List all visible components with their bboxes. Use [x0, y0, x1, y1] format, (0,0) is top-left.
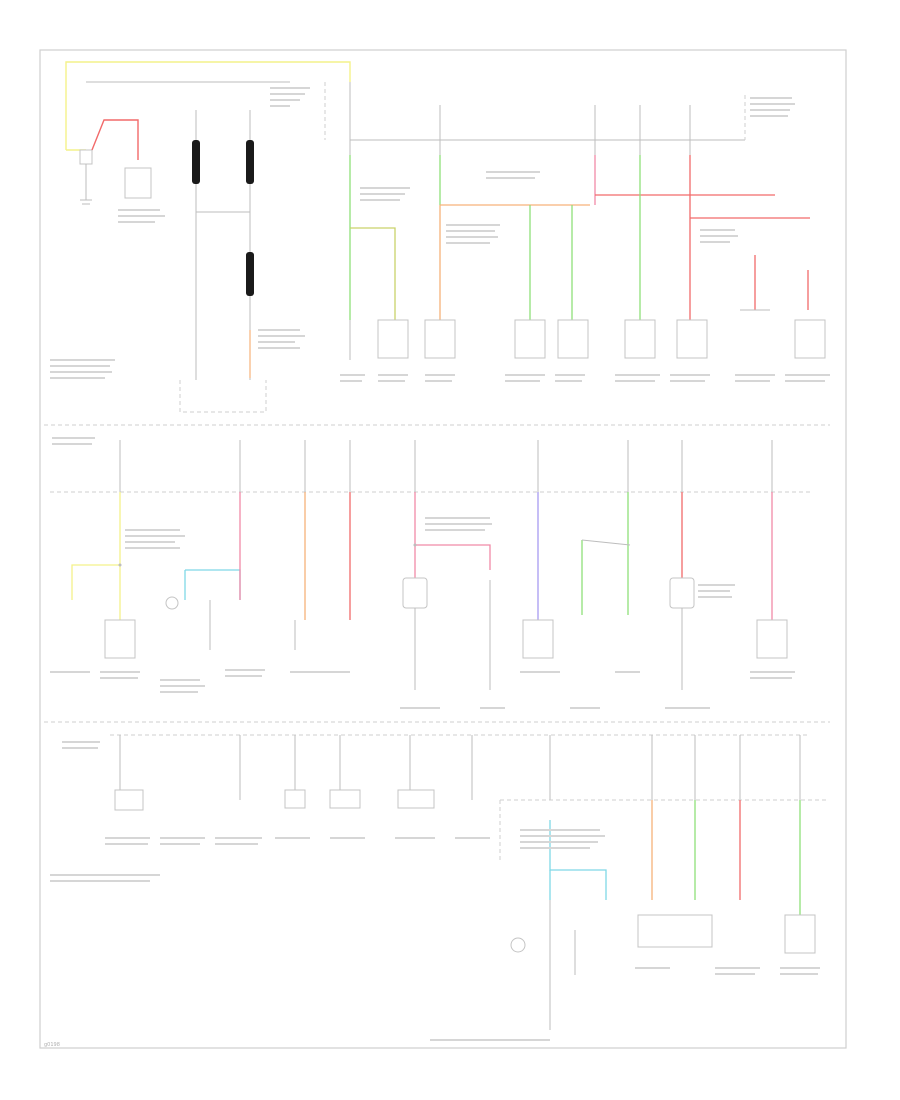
diagram-border [39, 49, 847, 1049]
component-box-3 [514, 319, 546, 359]
generator-loop [179, 380, 267, 413]
mid-fuse-drops [119, 440, 773, 492]
bottom-lamp-icon [510, 937, 526, 953]
footer-code: g0198 [44, 1042, 60, 1048]
bottom-box-2 [284, 789, 306, 809]
mid-lamp-icon [165, 596, 179, 610]
fusible-link-b-icon [246, 140, 254, 184]
component-box-4 [557, 319, 589, 359]
bottom-box-6 [784, 914, 816, 954]
top-section [50, 61, 830, 413]
wire-yellow-battery-feed [65, 61, 351, 150]
component-box-6 [676, 319, 708, 359]
mid-box-5 [756, 619, 788, 659]
middle-section [50, 437, 810, 709]
fusible-link-c-icon [246, 252, 254, 296]
label-strokes-bottom [50, 741, 820, 1041]
mid-box-2 [402, 577, 428, 609]
bottom-fuse-drops [119, 735, 801, 800]
mid-box-1 [104, 619, 136, 659]
wire-cyan-mid [185, 569, 241, 600]
node-1 [413, 543, 417, 547]
wire-yellow-mid [71, 492, 121, 600]
battery-symbol [79, 149, 93, 165]
mid-box-4 [669, 577, 695, 609]
wire-cyan-bottom [549, 820, 607, 900]
bottom-section [50, 734, 828, 1041]
component-box-2 [424, 319, 456, 359]
component-box-7 [794, 319, 826, 359]
node-2 [118, 563, 122, 567]
starter-relay-box [124, 167, 152, 199]
wire-olive-1 [350, 227, 396, 320]
label-strokes-top [50, 87, 830, 382]
bottom-box-4 [397, 789, 435, 809]
bottom-box-5 [637, 914, 713, 948]
wire-red-starter [91, 119, 139, 160]
bottom-box-1 [114, 789, 144, 811]
bottom-box-3 [329, 789, 361, 809]
component-box-5 [624, 319, 656, 359]
wire-pink-mid-2 [414, 492, 491, 570]
mid-box-3 [522, 619, 554, 659]
component-box-1 [377, 319, 409, 359]
fusible-link-a-icon [192, 140, 200, 184]
mid-lead-6 [581, 539, 631, 546]
label-strokes-mid [50, 437, 795, 709]
